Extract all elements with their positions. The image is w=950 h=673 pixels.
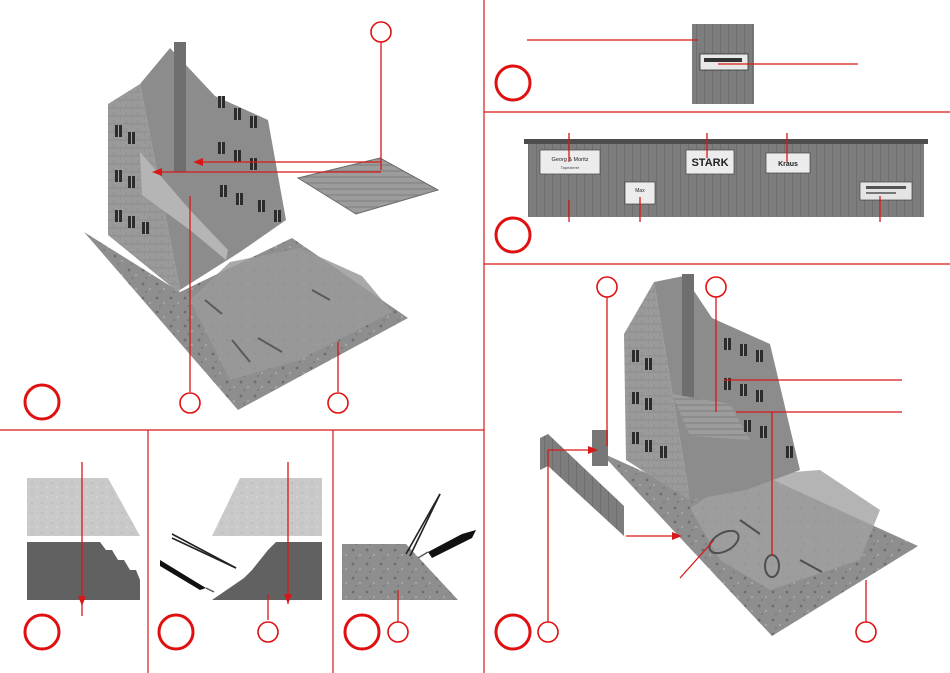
- step-number-1: [25, 385, 59, 419]
- step-number-7: [496, 615, 530, 649]
- rubble-mound: [190, 248, 392, 380]
- tweezers-icon: [406, 494, 440, 556]
- part-callout-7b: [706, 277, 726, 297]
- ground-sheet-top: [27, 478, 140, 536]
- part-callout-1c: [328, 393, 348, 413]
- part-callout-6a: [388, 622, 408, 642]
- hobby-knife-icon: [418, 530, 476, 558]
- step-number-3: [496, 218, 530, 252]
- panel-step-6: [342, 494, 476, 649]
- panel-step-7: [496, 274, 918, 649]
- sign-text-b: STARK: [691, 157, 728, 169]
- step-number-4: [25, 615, 59, 649]
- fence-sign-5: [860, 182, 912, 200]
- panel-step-1: [25, 22, 438, 419]
- diorama-chimney: [682, 274, 694, 404]
- panel-step-4: [25, 462, 140, 649]
- panel-step-5: [159, 462, 322, 649]
- part-callout-5a: [258, 622, 278, 642]
- ground-sheet-cut-bottom: [212, 542, 322, 600]
- panel-step-3: Georg & Moritz Tapezierer STARK Kraus Ma…: [496, 133, 928, 252]
- part-callout-1b: [180, 393, 200, 413]
- ground-sheet-cut-top: [212, 478, 322, 536]
- fence-sign-2: STARK: [686, 150, 734, 174]
- sign-text-a-sub: Tapezierer: [561, 165, 580, 170]
- tweezers-icon: [172, 534, 236, 568]
- part-callout-7c: [538, 622, 558, 642]
- sign-text-d: Max: [635, 188, 645, 194]
- sign-text-c: Kraus: [778, 161, 798, 168]
- part-callout-7a: [597, 277, 617, 297]
- floor-plank-part: [298, 158, 438, 214]
- panel-step-2: [496, 24, 858, 104]
- part-callout-7d: [856, 622, 876, 642]
- ground-sheet-bottom: [27, 542, 140, 600]
- hobby-knife-icon: [160, 560, 214, 592]
- chimney: [174, 42, 186, 172]
- fence-sign-3: Kraus: [766, 153, 810, 173]
- step-number-6: [345, 615, 379, 649]
- fence-sign-1: Georg & Moritz Tapezierer: [540, 150, 600, 174]
- fence-post: [592, 430, 608, 466]
- step-number-2: [496, 66, 530, 100]
- diorama-fence: [540, 434, 624, 536]
- sign-text-a: Georg & Moritz: [552, 157, 589, 163]
- step-number-5: [159, 615, 193, 649]
- part-callout-1a: [371, 22, 391, 42]
- model-ruin-house: [84, 42, 408, 410]
